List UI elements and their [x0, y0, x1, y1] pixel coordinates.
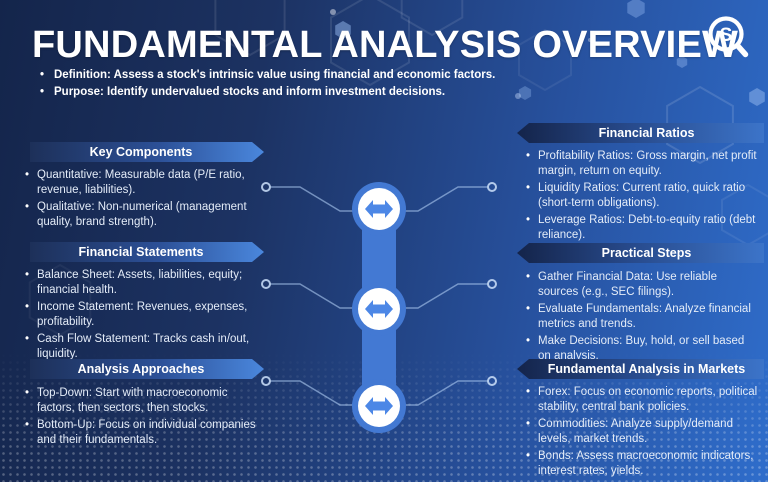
bullet-list: Top-Down: Start with macroeconomic facto… — [24, 386, 260, 450]
page-title: FUNDAMENTAL ANALYSIS OVERVIEW — [32, 24, 739, 66]
header-bullet-list: Definition: Assess a stock's intrinsic v… — [40, 67, 495, 101]
svg-text:S: S — [720, 25, 733, 46]
bullet-item: Cash Flow Statement: Tracks cash in/out,… — [24, 332, 256, 362]
section-header-financial-statements: Financial Statements — [30, 242, 264, 262]
bullet-list: Profitability Ratios: Gross margin, net … — [525, 149, 758, 245]
header-bullet: Purpose: Identify undervalued stocks and… — [40, 84, 495, 101]
bullet-item: Commodities: Analyze supply/demand level… — [525, 417, 760, 447]
bullet-item: Gather Financial Data: Use reliable sour… — [525, 270, 758, 300]
bullet-item: Profitability Ratios: Gross margin, net … — [525, 149, 758, 179]
bullet-item: Bottom-Up: Focus on individual companies… — [24, 418, 260, 448]
section-header-practical-steps: Practical Steps — [517, 243, 764, 263]
bullet-item: Forex: Focus on economic reports, politi… — [525, 385, 760, 415]
bullet-item: Qualitative: Non-numerical (management q… — [24, 200, 256, 230]
bullet-item: Quantitative: Measurable data (P/E ratio… — [24, 168, 256, 198]
section-header-fundamental-analysis-in-markets: Fundamental Analysis in Markets — [517, 359, 764, 379]
section-header-analysis-approaches: Analysis Approaches — [30, 359, 264, 379]
bullet-item: Liquidity Ratios: Current ratio, quick r… — [525, 181, 758, 211]
bullet-item: Evaluate Fundamentals: Analyze financial… — [525, 302, 758, 332]
bullet-item: Bonds: Assess macroeconomic indicators, … — [525, 449, 760, 479]
bullet-item: Income Statement: Revenues, expenses, pr… — [24, 300, 256, 330]
section-header-key-components: Key Components — [30, 142, 264, 162]
bullet-list: Quantitative: Measurable data (P/E ratio… — [24, 168, 256, 232]
bullet-item: Balance Sheet: Assets, liabilities, equi… — [24, 268, 256, 298]
section-header-financial-ratios: Financial Ratios — [517, 123, 764, 143]
bullet-list: Forex: Focus on economic reports, politi… — [525, 385, 760, 481]
header-bullet: Definition: Assess a stock's intrinsic v… — [40, 67, 495, 84]
bullet-list: Gather Financial Data: Use reliable sour… — [525, 270, 758, 366]
bullet-item: Top-Down: Start with macroeconomic facto… — [24, 386, 260, 416]
brand-logo-icon: S — [708, 16, 749, 58]
bullet-list: Balance Sheet: Assets, liabilities, equi… — [24, 268, 256, 364]
bullet-item: Leverage Ratios: Debt-to-equity ratio (d… — [525, 213, 758, 243]
